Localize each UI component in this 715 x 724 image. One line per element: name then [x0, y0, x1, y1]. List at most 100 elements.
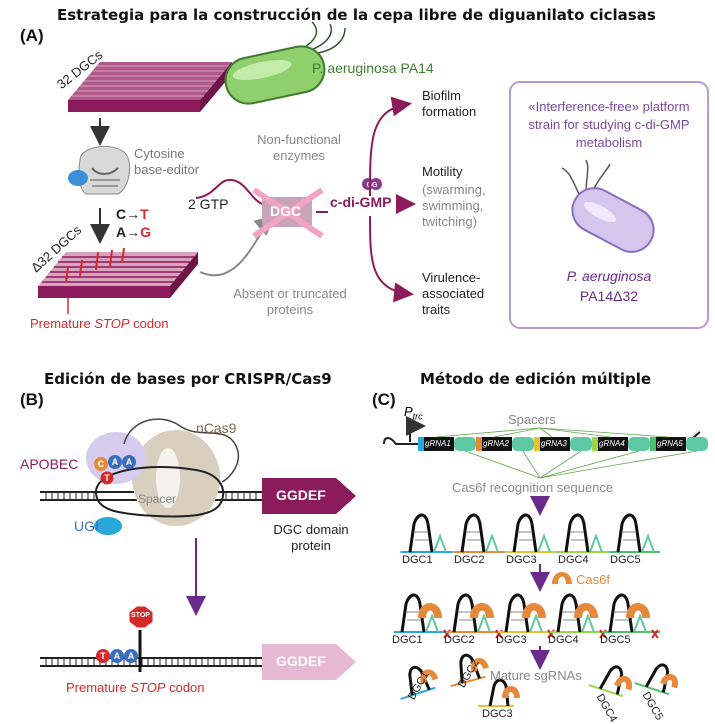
arrow-virulence: [369, 215, 414, 303]
hairpin: [452, 593, 478, 633]
grna-tag: [418, 437, 424, 451]
cas6f-bound-icon: [614, 675, 633, 691]
nucleotide-row: C A A T: [94, 455, 136, 485]
hairpin: [459, 653, 481, 684]
hairpin: [400, 593, 426, 633]
hairpin: [504, 593, 530, 633]
nonfunctional-label: Non-functional enzymes: [257, 132, 341, 163]
outcome-motility: Motility: [422, 164, 463, 179]
ugi-protein: [94, 517, 122, 535]
grna-block: [598, 437, 628, 451]
repeat-stub: [589, 533, 603, 553]
ggdef-domain-box: [262, 478, 356, 514]
grna-block: [424, 437, 454, 451]
repeat-stub: [641, 533, 655, 553]
mutation-ag: A→G: [116, 224, 152, 240]
repeat-stub: [425, 613, 439, 633]
hairpin: [556, 593, 582, 633]
r-loop: [94, 465, 225, 518]
base-editing-title: Edición de bases por CRISPR/Cas9: [44, 370, 332, 388]
gtp-label: 2 GTP: [188, 196, 229, 212]
hairpin: [644, 663, 670, 693]
mature-label: Mature sgRNAs: [490, 668, 582, 683]
dgc-label-row1: DGC4: [558, 554, 589, 566]
repeat-stub: [433, 533, 447, 553]
spacers-label: Spacers: [508, 412, 556, 427]
bacterium-pa14-icon: [224, 21, 346, 105]
dgc-label-row2: DGC4: [548, 634, 579, 646]
grna-label: gRNA2: [483, 439, 509, 448]
cas6f-bound-icon: [522, 603, 546, 618]
arrow-absent-proteins: [199, 215, 276, 277]
ncas9-label: nCas9: [196, 420, 237, 436]
cas6f-bound-icon: [470, 603, 494, 618]
dgc-label-row2: DGC5: [600, 634, 631, 646]
mutation-ct: C→T: [116, 206, 149, 222]
outcome-biofilm: Biofilm formation: [422, 88, 477, 119]
dgc-label-row2: DGC2: [444, 634, 475, 646]
recognition-block: [512, 437, 534, 451]
promoter-label: Ptrc: [404, 404, 423, 422]
recognition-link: [522, 450, 541, 479]
grna-tag: [650, 437, 656, 451]
mature-sgrna: [634, 663, 679, 696]
recognition-block: [570, 437, 592, 451]
dgc-label-row1: DGC5: [610, 554, 641, 566]
spacer-lines: [435, 427, 698, 479]
dgc-crossed: [252, 187, 324, 239]
dgc-label-row1: DGC2: [454, 554, 485, 566]
platform-box: [509, 81, 709, 329]
recognition-link: [539, 450, 640, 479]
sgrna-loop: [123, 418, 240, 483]
stop-sign-icon: [128, 605, 154, 629]
svg-text:A: A: [112, 457, 119, 467]
grna-block: [540, 437, 570, 451]
gg-badge-icon: GG: [362, 178, 382, 190]
repeat-stub: [485, 533, 499, 553]
cas6f-bound-icon: [626, 603, 650, 618]
hairpin: [564, 513, 590, 553]
dgc-label-row2: DGC3: [496, 634, 527, 646]
cas6f-label: Cas6f: [576, 572, 610, 587]
product-label: c-di-GMP: [330, 194, 392, 210]
dgc-stack: [68, 62, 232, 112]
svg-text:A: A: [128, 651, 135, 661]
crispr-array: [418, 437, 708, 451]
base-editor-icon: [68, 145, 131, 195]
domain-label: DGC domain protein: [273, 522, 349, 553]
spacer-link: [539, 427, 553, 438]
recognition-label: Cas6f recognition sequence: [452, 480, 614, 495]
processed-row: [394, 593, 660, 639]
ggdef-label: GGDEF: [276, 487, 326, 503]
cas6f-bound-icon: [574, 603, 598, 618]
ggdef-label-truncated: GGDEF: [276, 653, 326, 669]
hairpin: [408, 665, 431, 696]
repeat-stub: [581, 613, 595, 633]
recognition-link: [464, 450, 541, 479]
dna-rungs: [45, 658, 257, 666]
stop-sign-text: STOP: [131, 612, 150, 619]
recognition-block: [686, 437, 708, 451]
dgc-label-row1: DGC1: [402, 554, 433, 566]
svg-text:GG: GG: [367, 182, 378, 189]
hairpin: [512, 513, 538, 553]
grna-label: gRNA3: [541, 439, 567, 448]
hairpin: [608, 593, 634, 633]
panel-a-label: (A): [20, 26, 44, 45]
hairpin: [616, 513, 642, 553]
dna-strand-bottom: [40, 657, 262, 667]
strain-id: PA14Δ32: [579, 288, 639, 304]
svg-text:C: C: [98, 459, 105, 469]
recognition-block: [628, 437, 650, 451]
hairpin: [488, 678, 510, 707]
mature-sgrna: [400, 665, 439, 700]
cleavage-mark: [651, 629, 659, 639]
pre-crrna-row: [400, 513, 660, 553]
cas6f-bound-icon: [660, 673, 679, 689]
repeat-stub: [477, 613, 491, 633]
hairpin: [460, 513, 486, 553]
apobec-label: APOBEC: [20, 456, 79, 472]
grna-tag: [476, 437, 482, 451]
ncas9-groove: [156, 448, 180, 508]
panel-c-label: (C): [372, 390, 396, 409]
